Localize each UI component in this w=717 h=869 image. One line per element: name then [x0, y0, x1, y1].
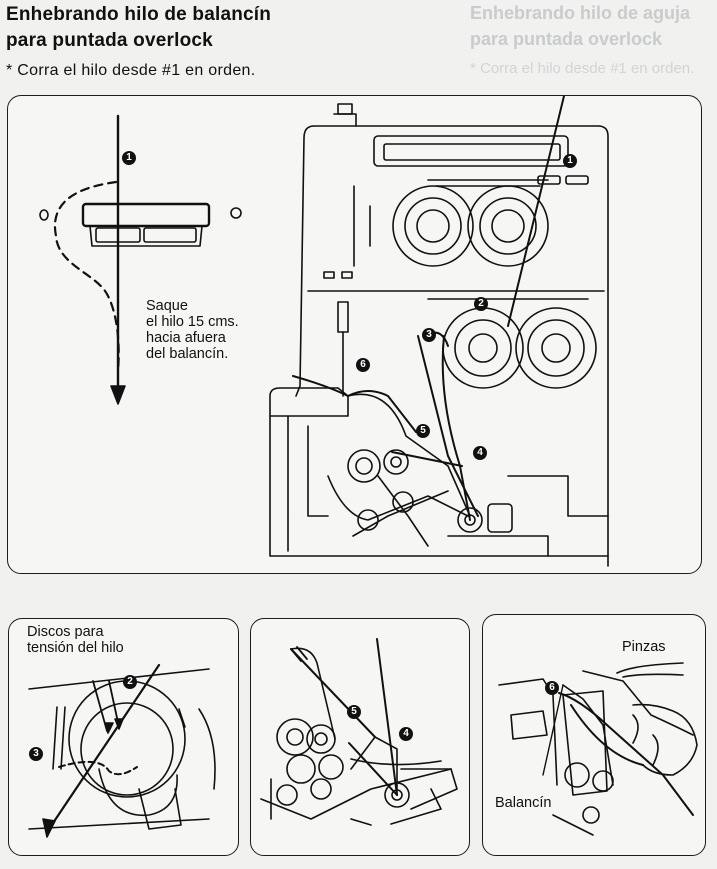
step-badge-1-left: 1 — [122, 151, 136, 165]
title-line-2: para puntada overlock — [6, 30, 213, 51]
bleed-through-title: Enhebrando hilo de aguja para puntada ov… — [470, 0, 690, 52]
instruction-text: * Corra el hilo desde #1 en orden. — [6, 62, 256, 79]
detail-step-badge-4: 4 — [399, 727, 413, 741]
step-badge-2: 2 — [474, 297, 488, 311]
page-title: Enhebrando hilo de balancín para puntada… — [6, 2, 271, 54]
tension-discs-label-line2: tensión del hilo — [27, 640, 124, 656]
title-line-1: Enhebrando hilo de balancín — [6, 4, 272, 25]
pull-thread-note-line2: el hilo 15 cms. — [146, 314, 239, 330]
step-badge-6: 6 — [356, 358, 370, 372]
step-badge-5: 5 — [416, 424, 430, 438]
detail-step-badge-6: 6 — [545, 681, 559, 695]
detail-thread-guides: 5 4 — [250, 618, 470, 856]
main-diagram-drawing — [39, 96, 609, 567]
tension-discs-drawing — [28, 663, 216, 838]
tension-discs-label-line1: Discos para — [27, 624, 104, 640]
main-threading-diagram: 1 1 2 3 4 5 6 Saque el hilo 15 cms. haci… — [7, 95, 702, 574]
detail-step-badge-5: 5 — [347, 705, 361, 719]
looper-tweezers-drawing — [498, 662, 698, 836]
detail-step-badge-2: 2 — [123, 675, 137, 689]
tension-discs-label: Discos para tensión del hilo — [27, 624, 124, 656]
bleed-through-instruction: * Corra el hilo desde #1 en orden. — [470, 60, 695, 77]
pull-thread-note-line3: hacia afuera — [146, 330, 226, 346]
step-badge-1-right: 1 — [563, 154, 577, 168]
pull-thread-note-line1: Saque — [146, 298, 188, 314]
step-badge-3: 3 — [422, 328, 436, 342]
thread-guides-drawing — [260, 638, 458, 826]
bleed-through-title-line1: Enhebrando hilo de aguja — [470, 3, 691, 23]
step-badge-4: 4 — [473, 446, 487, 460]
pull-thread-note-line4: del balancín. — [146, 346, 229, 362]
detail-looper-tweezers: Pinzas Balancín 6 — [482, 614, 706, 856]
tweezers-label: Pinzas — [622, 639, 666, 655]
pull-thread-note: Saque el hilo 15 cms. hacia afuera del b… — [146, 298, 239, 362]
bleed-through-title-line2: para puntada overlock — [470, 29, 663, 49]
detail-tension-discs: Discos para tensión del hilo 2 3 — [8, 618, 239, 856]
detail-step-badge-3: 3 — [29, 747, 43, 761]
looper-label: Balancín — [495, 795, 552, 811]
